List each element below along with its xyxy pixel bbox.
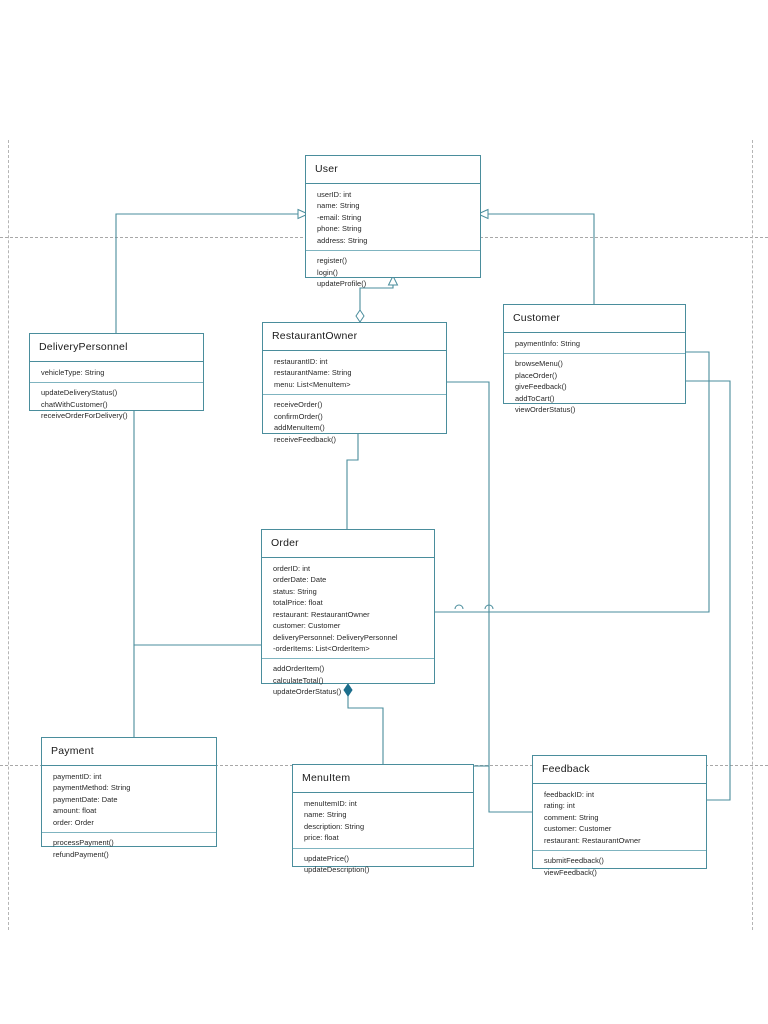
- attribute-row: orderID: int: [273, 564, 311, 574]
- class-operations-order: addOrderItem() calculateTotal() updateOr…: [262, 659, 434, 702]
- attribute-row: feedbackID: int: [544, 790, 595, 800]
- attribute-row: -orderItems: List<OrderItem>: [273, 643, 370, 653]
- class-box-customer[interactable]: Customer paymentInfo: String browseMenu(…: [503, 304, 686, 414]
- operation-row: addMenuItem(): [274, 423, 325, 433]
- class-operations-user: register() login() updateProfile(): [306, 251, 480, 294]
- operation-row: register(): [317, 256, 348, 266]
- operation-row: giveFeedback(): [515, 382, 567, 392]
- operation-row: calculateTotal(): [273, 675, 324, 685]
- class-box-user[interactable]: User userID: int name: String -email: St…: [305, 155, 481, 288]
- class-box-payment[interactable]: Payment paymentID: int paymentMethod: St…: [41, 737, 217, 859]
- operation-row: placeOrder(): [515, 370, 558, 380]
- class-attributes-payment: paymentID: int paymentMethod: String pay…: [42, 766, 216, 834]
- attribute-row: restaurantID: int: [274, 357, 328, 367]
- attribute-row: amount: float: [53, 806, 97, 816]
- operation-row: receiveOrder(): [274, 400, 323, 410]
- operation-row: chatWithCustomer(): [41, 399, 108, 409]
- class-operations-feedback: submitFeedback() viewFeedback(): [533, 851, 706, 883]
- operation-row: receiveOrderForDelivery(): [41, 411, 128, 421]
- attribute-row: userID: int: [317, 190, 352, 200]
- class-attributes-feedback: feedbackID: int rating: int comment: Str…: [533, 784, 706, 852]
- attribute-row: customer: Customer: [273, 621, 341, 631]
- operation-row: viewFeedback(): [544, 867, 597, 877]
- operation-row: updateDescription(): [304, 865, 370, 875]
- edge-restaurant-owner-to-feedback: [447, 381, 532, 813]
- class-box-menu-item[interactable]: MenuItem menuItemID: int name: String de…: [292, 764, 474, 874]
- operation-row: updateDeliveryStatus(): [41, 388, 118, 398]
- operation-row: updatePrice(): [304, 853, 350, 863]
- attribute-row: comment: String: [544, 812, 599, 822]
- attribute-row: paymentDate: Date: [53, 794, 118, 804]
- class-box-feedback[interactable]: Feedback feedbackID: int rating: int com…: [532, 755, 707, 877]
- attribute-row: description: String: [304, 821, 365, 831]
- class-box-delivery-personnel[interactable]: DeliveryPersonnel vehicleType: String up…: [29, 333, 204, 420]
- operation-row: updateOrderStatus(): [273, 687, 342, 697]
- diamond-restaurant-owner-aggregation: [355, 309, 365, 323]
- attribute-row: restaurant: RestaurantOwner: [273, 609, 370, 619]
- class-title-restaurant-owner: RestaurantOwner: [263, 323, 446, 352]
- attribute-row: deliveryPersonnel: DeliveryPersonnel: [273, 632, 398, 642]
- class-title-order: Order: [262, 530, 434, 559]
- operation-row: receiveFeedback(): [274, 434, 337, 444]
- operation-row: addOrderItem(): [273, 664, 325, 674]
- operation-row: addToCart(): [515, 393, 555, 403]
- operation-row: processPayment(): [53, 838, 114, 848]
- operation-row: submitFeedback(): [544, 856, 604, 866]
- attribute-row: menu: List<MenuItem>: [274, 379, 351, 389]
- operation-row: confirmOrder(): [274, 411, 323, 421]
- class-title-menu-item: MenuItem: [293, 765, 473, 794]
- class-title-delivery-personnel: DeliveryPersonnel: [30, 334, 203, 363]
- edge-customer-to-user: [488, 213, 595, 304]
- class-operations-customer: browseMenu() placeOrder() giveFeedback()…: [504, 354, 685, 420]
- class-title-feedback: Feedback: [533, 756, 706, 785]
- attribute-row: price: float: [304, 833, 339, 843]
- class-title-user: User: [306, 156, 480, 185]
- attribute-row: status: String: [273, 586, 317, 596]
- attribute-row: totalPrice: float: [273, 598, 323, 608]
- attribute-row: paymentInfo: String: [515, 339, 581, 349]
- attribute-row: name: String: [304, 810, 347, 820]
- attribute-row: restaurantName: String: [274, 368, 352, 378]
- class-title-customer: Customer: [504, 305, 685, 334]
- class-attributes-delivery-personnel: vehicleType: String: [30, 362, 203, 384]
- class-attributes-restaurant-owner: restaurantID: int restaurantName: String…: [263, 351, 446, 396]
- junction-hop-restaurant-feedback: [454, 604, 464, 610]
- junction-hop-customer-order: [484, 604, 494, 610]
- operation-row: refundPayment(): [53, 849, 109, 859]
- operation-row: viewOrderStatus(): [515, 405, 576, 415]
- class-attributes-order: orderID: int orderDate: Date status: Str…: [262, 558, 434, 660]
- class-box-order[interactable]: Order orderID: int orderDate: Date statu…: [261, 529, 435, 696]
- edge-delivery-personnel-to-user: [115, 213, 298, 333]
- operation-row: login(): [317, 267, 338, 277]
- class-operations-restaurant-owner: receiveOrder() confirmOrder() addMenuIte…: [263, 395, 446, 450]
- class-operations-delivery-personnel: updateDeliveryStatus() chatWithCustomer(…: [30, 383, 203, 426]
- attribute-row: address: String: [317, 235, 368, 245]
- class-attributes-user: userID: int name: String -email: String …: [306, 184, 480, 252]
- attribute-row: orderDate: Date: [273, 575, 327, 585]
- attribute-row: customer: Customer: [544, 824, 612, 834]
- attribute-row: menuItemID: int: [304, 799, 357, 809]
- class-box-restaurant-owner[interactable]: RestaurantOwner restaurantID: int restau…: [262, 322, 447, 444]
- guide-line-vertical-left: [8, 140, 9, 930]
- attribute-row: restaurant: RestaurantOwner: [544, 835, 641, 845]
- guide-line-vertical-right: [752, 140, 753, 930]
- operation-row: browseMenu(): [515, 359, 563, 369]
- class-title-payment: Payment: [42, 738, 216, 767]
- class-operations-payment: processPayment() refundPayment(): [42, 833, 216, 865]
- attribute-row: vehicleType: String: [41, 368, 105, 378]
- edge-customer-to-feedback: [686, 380, 731, 801]
- attribute-row: paymentMethod: String: [53, 783, 131, 793]
- class-attributes-menu-item: menuItemID: int name: String description…: [293, 793, 473, 849]
- attribute-row: name: String: [317, 201, 360, 211]
- class-operations-menu-item: updatePrice() updateDescription(): [293, 849, 473, 881]
- attribute-row: rating: int: [544, 801, 575, 811]
- attribute-row: phone: String: [317, 224, 362, 234]
- attribute-row: order: Order: [53, 817, 94, 827]
- attribute-row: -email: String: [317, 212, 362, 222]
- operation-row: updateProfile(): [317, 278, 367, 288]
- attribute-row: paymentID: int: [53, 772, 102, 782]
- class-attributes-customer: paymentInfo: String: [504, 333, 685, 355]
- edge-delivery-personnel-to-order: [133, 411, 261, 646]
